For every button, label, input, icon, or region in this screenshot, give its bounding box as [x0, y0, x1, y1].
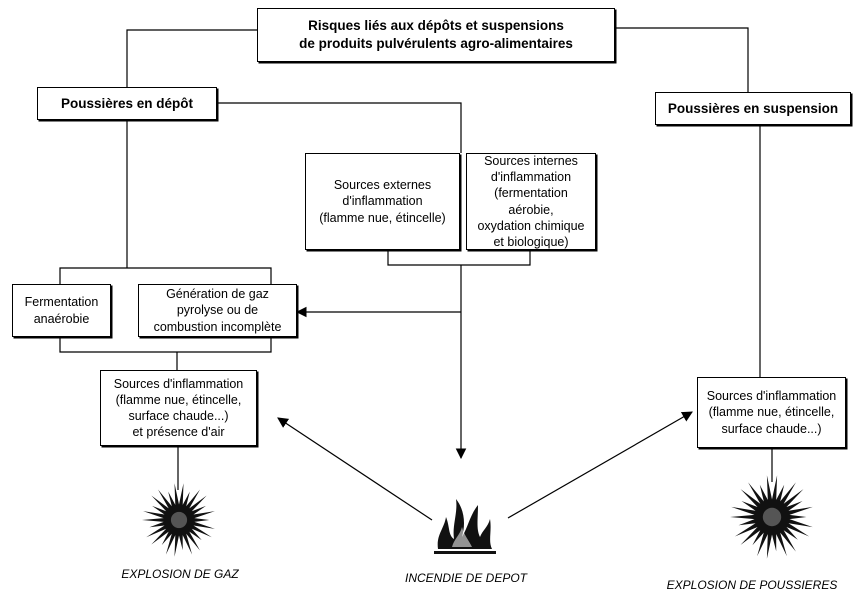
external-ignition-sources: Sources externes d'inflammation (flamme … — [305, 153, 460, 250]
deposit-fire-icon — [434, 499, 496, 554]
gas-generation: Génération de gaz pyrolyse ou de combust… — [138, 284, 297, 337]
caption-gas-explosion: EXPLOSION DE GAZ — [121, 567, 239, 581]
connector-title-to-right-branch — [615, 27, 749, 92]
anaerobic-fermentation: Fermentation anaérobie — [12, 284, 111, 337]
caption-dust-explosion: EXPLOSION DE POUSSIERES — [666, 578, 838, 592]
ignition-sources-dust: Sources d'inflammation (flamme nue, étin… — [697, 377, 846, 448]
burst-core — [170, 511, 188, 529]
arrow-fire-to-left-ignition — [277, 417, 433, 521]
gas-explosion-icon — [142, 483, 215, 557]
connector-left-branch-to-sources — [217, 102, 462, 153]
connector-process-bottom — [59, 337, 272, 353]
burst-core — [762, 507, 782, 527]
dust-explosion-icon — [730, 475, 813, 559]
ignition-sources-gas: Sources d'inflammation (flamme nue, étin… — [100, 370, 257, 446]
connector-process-bracket — [59, 267, 272, 284]
diagram-title: Risques liés aux dépôts et suspensions d… — [257, 8, 615, 62]
caption-deposit-fire: INCENDIE DE DEPOT — [404, 571, 527, 585]
branch-deposited-dust: Poussières en dépôt — [37, 87, 217, 120]
branch-suspended-dust: Poussières en suspension — [655, 92, 851, 125]
internal-ignition-sources: Sources internes d'inflammation (ferment… — [466, 153, 596, 250]
connector-title-to-left-branch — [126, 29, 257, 87]
connector-sources-bottom — [387, 250, 531, 266]
arrow-fire-to-right-ignition — [507, 411, 693, 519]
